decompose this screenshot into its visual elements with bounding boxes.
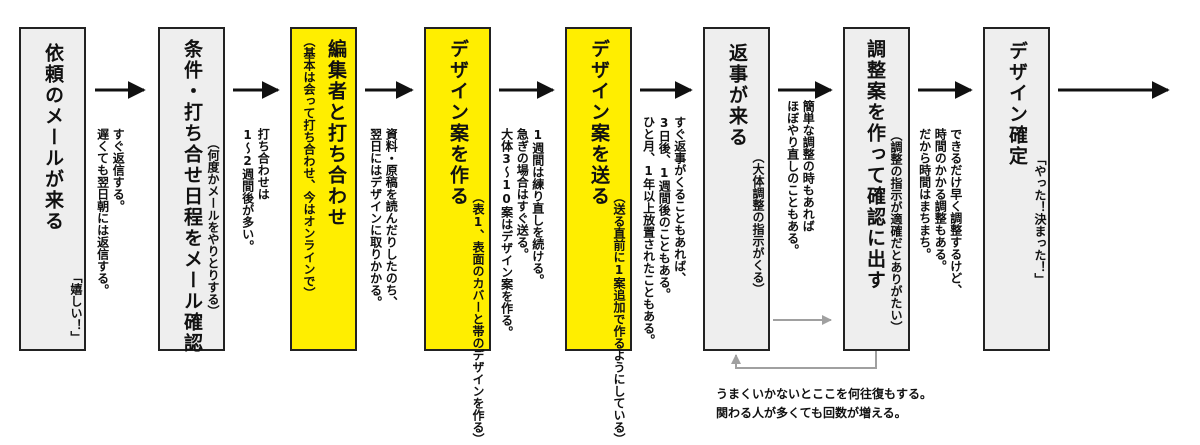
step-title: 調整案を作って確認に出す [864,39,886,291]
step-title: デザイン案を送る [588,39,610,207]
flow-arrows [95,81,1170,369]
note-adjust-scope: 簡単な調整の時もあればほぼやり直しのこともある。 [785,100,816,256]
step-box-design-finalized: デザイン確定 「やった！決まった！」 [983,27,1050,351]
step-title: 条件・打ち合せ日程をメール確認 [181,39,203,354]
step-title: 依頼のメールが来る [42,43,64,232]
note-start-design: 資料・原稿を読んだりしたのち、翌日にはデザインに取りかかる。 [368,128,399,308]
loop-arrow-back-icon [731,351,877,369]
step-subtitle: 「やった！決まった！」 [1033,153,1047,285]
step-box-request-mail: 依頼のメールが来る 「嬉しい！」 [19,27,86,351]
step-title: デザイン案を作る [447,39,469,207]
step-box-adjust: 調整案を作って確認に出す （調整の指示が適確だとありがたい） [843,27,910,351]
step-subtitle: （調整の指示が適確だとありがたい） [889,129,903,333]
step-box-meeting: 編集者と打ち合わせ （基本は会って打ち合わせ、今はオンラインで） [290,27,357,351]
step-subtitle: （基本は会って打ち合わせ、今はオンラインで） [302,35,316,299]
note-refine-design: 1週間は練り直しを続ける。急ぎの場合はすぐ送る。大体3〜10案はデザイン案を作る… [499,128,545,338]
note-reply-wait: すぐ返事がくることもあれば、3日後、1週間後のこともある。ひと月、1年以上放置さ… [641,116,687,346]
step-title: デザイン確定 [1006,41,1028,167]
note-reply-timing: すぐ返信する。遅くても翌日朝には返信する。 [95,128,126,296]
step-box-schedule-confirm: 条件・打ち合せ日程をメール確認 （何度かメールをやりとりする） [158,27,225,354]
step-subtitle: （大体調整の指示がくる） [751,151,765,295]
note-adjust-time: できるだけ早く調整するけど、時間のかかる調整もある。だから時間はまちまち。 [917,128,963,296]
step-title: 返事が来る [726,43,748,148]
step-subtitle: 「嬉しい！」 [69,271,83,343]
step-subtitle: （何度かメールをやりとりする） [206,137,220,317]
step-title: 編集者と打ち合わせ [325,39,347,228]
note-loop: うまくいかないとここを何往復もする。関わる人が多くても回数が増える。 [716,387,933,421]
step-box-reply: 返事が来る （大体調整の指示がくる） [703,27,770,351]
